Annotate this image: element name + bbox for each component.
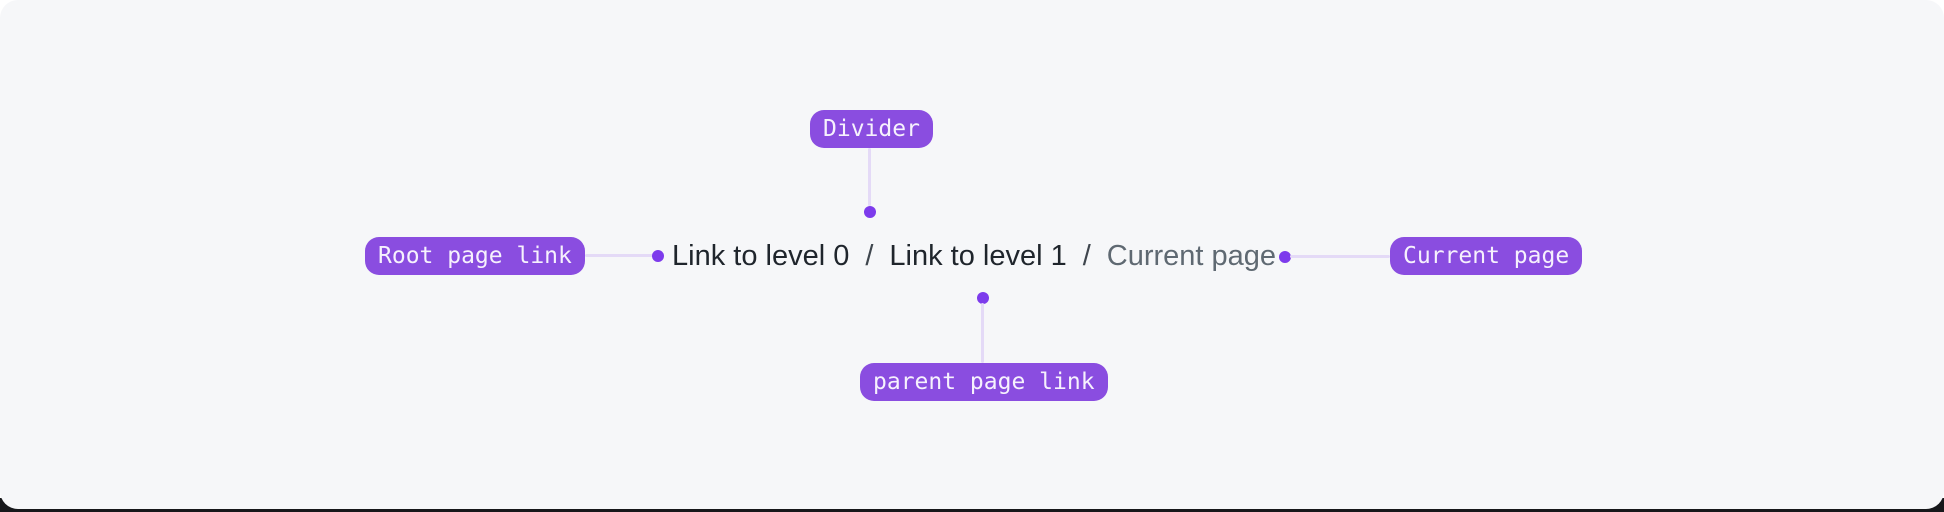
annotation-line-divider xyxy=(868,148,871,206)
annotation-line-parent-page-link xyxy=(981,303,984,363)
breadcrumb-link[interactable]: Link to level 1 xyxy=(889,239,1067,272)
annotation-badge-current-page: Current page xyxy=(1390,237,1583,275)
annotation-dot-parent-page-link xyxy=(977,292,989,304)
breadcrumb: Link to level 0 / Link to level 1 / Current … xyxy=(672,237,1276,275)
breadcrumb-separator: / xyxy=(865,239,874,272)
annotation-badge-root-page-link: Root page link xyxy=(365,237,585,275)
breadcrumb-link[interactable]: Link to level 0 xyxy=(672,239,850,272)
breadcrumb-separator: / xyxy=(1082,239,1091,272)
annotation-badge-divider: Divider xyxy=(810,110,933,148)
breadcrumb-current-page: Current page xyxy=(1106,239,1277,272)
annotation-line-root-page-link xyxy=(585,254,653,257)
annotation-dot-current-page xyxy=(1279,251,1291,263)
annotation-badge-parent-page-link: parent page link xyxy=(860,363,1108,401)
annotation-line-current-page xyxy=(1290,255,1390,258)
annotation-dot-root-page-link xyxy=(652,250,664,262)
annotation-dot-divider xyxy=(864,206,876,218)
